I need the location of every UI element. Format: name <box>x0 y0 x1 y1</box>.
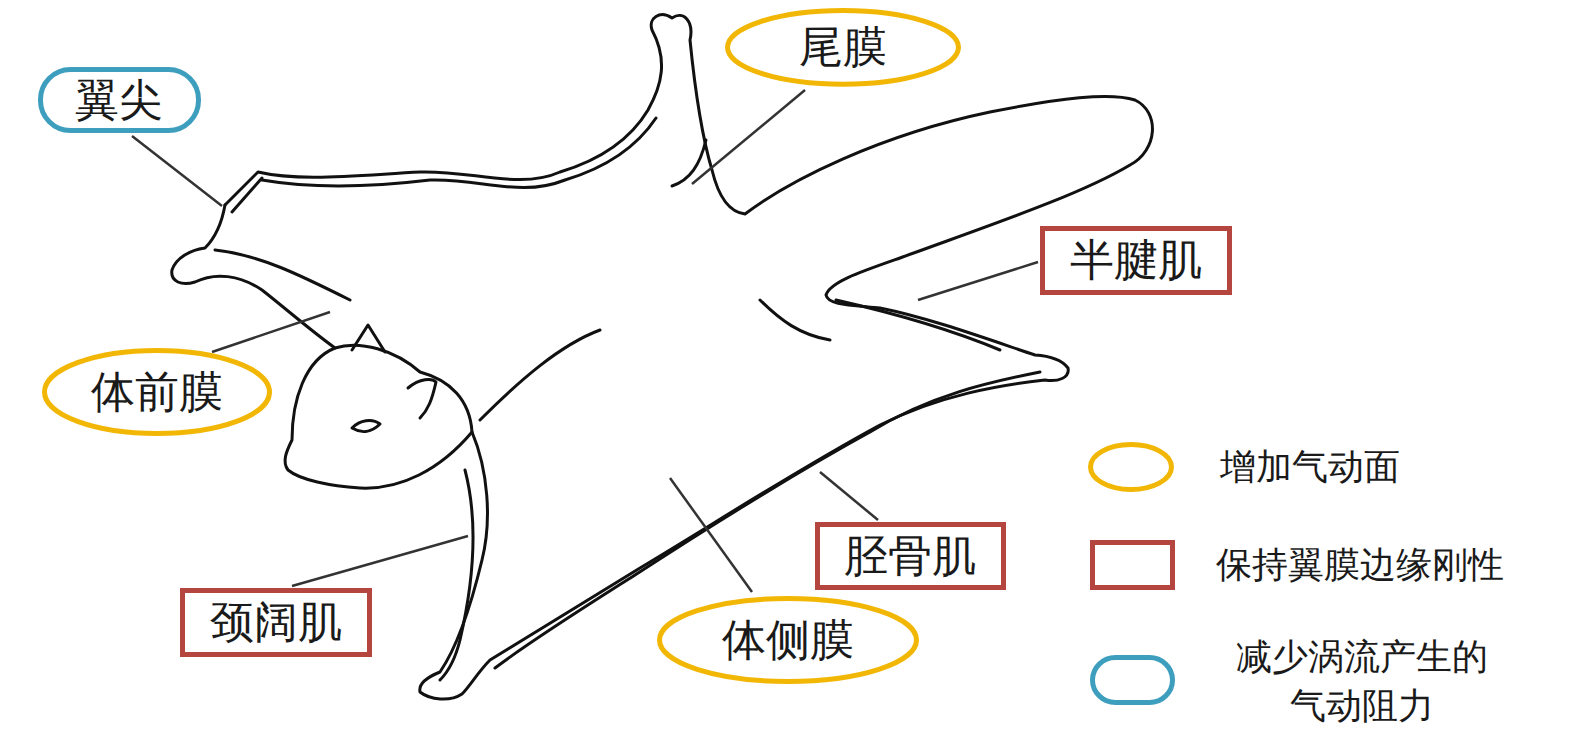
front-limb <box>172 205 335 348</box>
body-line <box>480 330 600 420</box>
label-text: 颈阔肌 <box>210 598 342 646</box>
hind-limb-line <box>836 300 1000 350</box>
neck-muscle-line <box>440 470 473 680</box>
legend-ellipse-swatch <box>1088 442 1174 492</box>
legend-rect-swatch <box>1090 540 1175 590</box>
squirrel-ear <box>408 380 436 418</box>
legend-text: 保持翼膜边缘刚性 <box>1216 541 1566 590</box>
tail-membrane-label: 尾膜 <box>725 8 961 87</box>
body-line <box>760 300 830 340</box>
plagiopatagium-label: 体侧膜 <box>657 596 919 684</box>
squirrel-eye <box>352 421 380 432</box>
squirrel-ear <box>352 325 385 352</box>
wing-tip-label: 翼尖 <box>38 67 201 133</box>
leader-line <box>212 312 330 352</box>
membrane-edge <box>495 372 1040 668</box>
leader-line <box>820 472 878 520</box>
leader-line <box>918 262 1038 300</box>
propatagium-label: 体前膜 <box>42 348 272 436</box>
wing-tip-spur <box>232 178 262 212</box>
platysma-label: 颈阔肌 <box>180 588 372 657</box>
legend-text: 增加气动面 <box>1220 443 1550 492</box>
leader-line <box>670 478 752 592</box>
legend-rounded-swatch <box>1090 655 1175 705</box>
tail-membrane-line <box>672 140 706 186</box>
semitendinosus-label: 半腱肌 <box>1040 226 1232 295</box>
arm-line <box>215 250 350 300</box>
label-text: 翼尖 <box>75 76 163 124</box>
membrane-edge <box>262 118 656 188</box>
leader-line <box>692 90 805 184</box>
leader-line <box>292 536 468 586</box>
tibialis-label: 胫骨肌 <box>815 522 1006 590</box>
label-text: 体侧膜 <box>722 616 854 664</box>
leader-line <box>132 136 222 206</box>
label-text: 半腱肌 <box>1070 236 1202 284</box>
label-text: 胫骨肌 <box>844 532 976 580</box>
legend-text: 减少涡流产生的 气动阻力 <box>1222 633 1502 730</box>
label-text: 体前膜 <box>91 368 223 416</box>
squirrel-head <box>285 345 472 488</box>
label-text: 尾膜 <box>799 23 887 71</box>
